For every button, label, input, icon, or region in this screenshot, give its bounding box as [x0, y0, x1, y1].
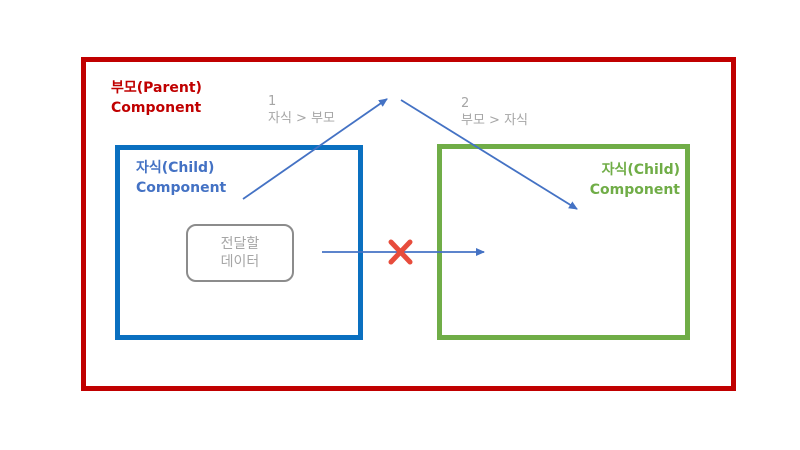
step-2-annotation: 2 부모 > 자식 — [461, 95, 528, 129]
arrow-parent-to-child — [400, 99, 578, 210]
parent-component-box — [81, 57, 736, 391]
child-left-label: 자식(Child) Component — [136, 158, 226, 198]
child-right-label: 자식(Child) Component — [590, 160, 680, 200]
step-2-number: 2 — [461, 96, 470, 111]
parent-component-label: 부모(Parent) Component — [111, 78, 202, 118]
step-1-text: 자식 > 부모 — [268, 111, 335, 126]
step-1-annotation: 1 자식 > 부모 — [268, 93, 335, 127]
parent-title-line1: 부모(Parent) — [111, 80, 202, 96]
child-right-title-line1: 자식(Child) — [601, 162, 680, 178]
parent-title-line2: Component — [111, 100, 202, 116]
child-right-title-line2: Component — [589, 182, 680, 198]
child-left-title-line2: Component — [136, 180, 227, 196]
child-component-right-box — [437, 144, 690, 340]
child-left-title-line1: 자식(Child) — [136, 160, 215, 176]
arrow-child-to-parent — [242, 98, 388, 200]
data-to-pass-box: 전달할 데이터 — [186, 224, 294, 282]
data-box-line2: 데이터 — [220, 254, 260, 270]
step-1-number: 1 — [268, 94, 277, 109]
child-component-left-box — [115, 145, 363, 340]
data-box-line1: 전달할 — [220, 236, 260, 252]
blocked-x-icon — [388, 239, 413, 265]
step-2-text: 부모 > 자식 — [461, 113, 528, 128]
